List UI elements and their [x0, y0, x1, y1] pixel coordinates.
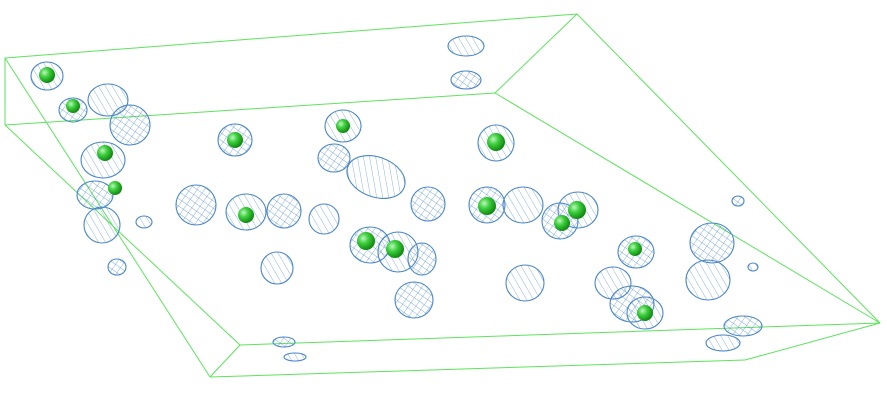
density-blob: [502, 186, 544, 224]
density-blob: [76, 180, 114, 210]
density-blob: [747, 262, 759, 272]
density-blob: [83, 206, 121, 244]
density-blob: [705, 334, 741, 352]
density-blob: [447, 35, 485, 57]
green-sphere-icon: [628, 242, 642, 256]
density-blob: [689, 222, 735, 264]
green-sphere-icon: [478, 197, 496, 215]
density-blob: [317, 143, 351, 173]
density-blob: [731, 195, 745, 207]
green-sphere-icon: [357, 232, 375, 250]
density-blob: [723, 315, 763, 337]
green-sphere-icon: [66, 99, 80, 113]
density-blob: [346, 155, 406, 199]
density-blob: [175, 184, 217, 226]
density-blob: [410, 186, 446, 222]
green-sphere-icon: [238, 207, 254, 223]
density-blob: [272, 336, 296, 348]
green-sphere-icon: [554, 215, 570, 231]
density-blob: [394, 281, 434, 319]
density-blob: [109, 104, 151, 146]
density-blob: [308, 203, 340, 235]
green-sphere-icon: [97, 145, 113, 161]
density-blob: [266, 193, 302, 229]
green-sphere-icon: [39, 67, 55, 83]
density-blob: [450, 70, 482, 90]
green-sphere-icon: [108, 181, 122, 195]
density-blob: [283, 352, 307, 362]
green-sphere-icon: [386, 240, 404, 258]
green-sphere-icon: [568, 201, 586, 219]
green-sphere-icon: [637, 305, 653, 321]
atoms-layer: [39, 67, 653, 321]
green-sphere-icon: [487, 133, 505, 151]
green-sphere-icon: [336, 119, 350, 133]
density-blob: [685, 259, 731, 301]
density-blob: [107, 258, 127, 276]
density-blob: [87, 83, 129, 117]
density-blob: [135, 215, 153, 229]
green-sphere-icon: [227, 132, 243, 148]
density-blob: [407, 242, 437, 276]
density-blob: [505, 264, 545, 302]
density-blob: [260, 251, 294, 285]
unit-cell-box: [4, 13, 881, 378]
